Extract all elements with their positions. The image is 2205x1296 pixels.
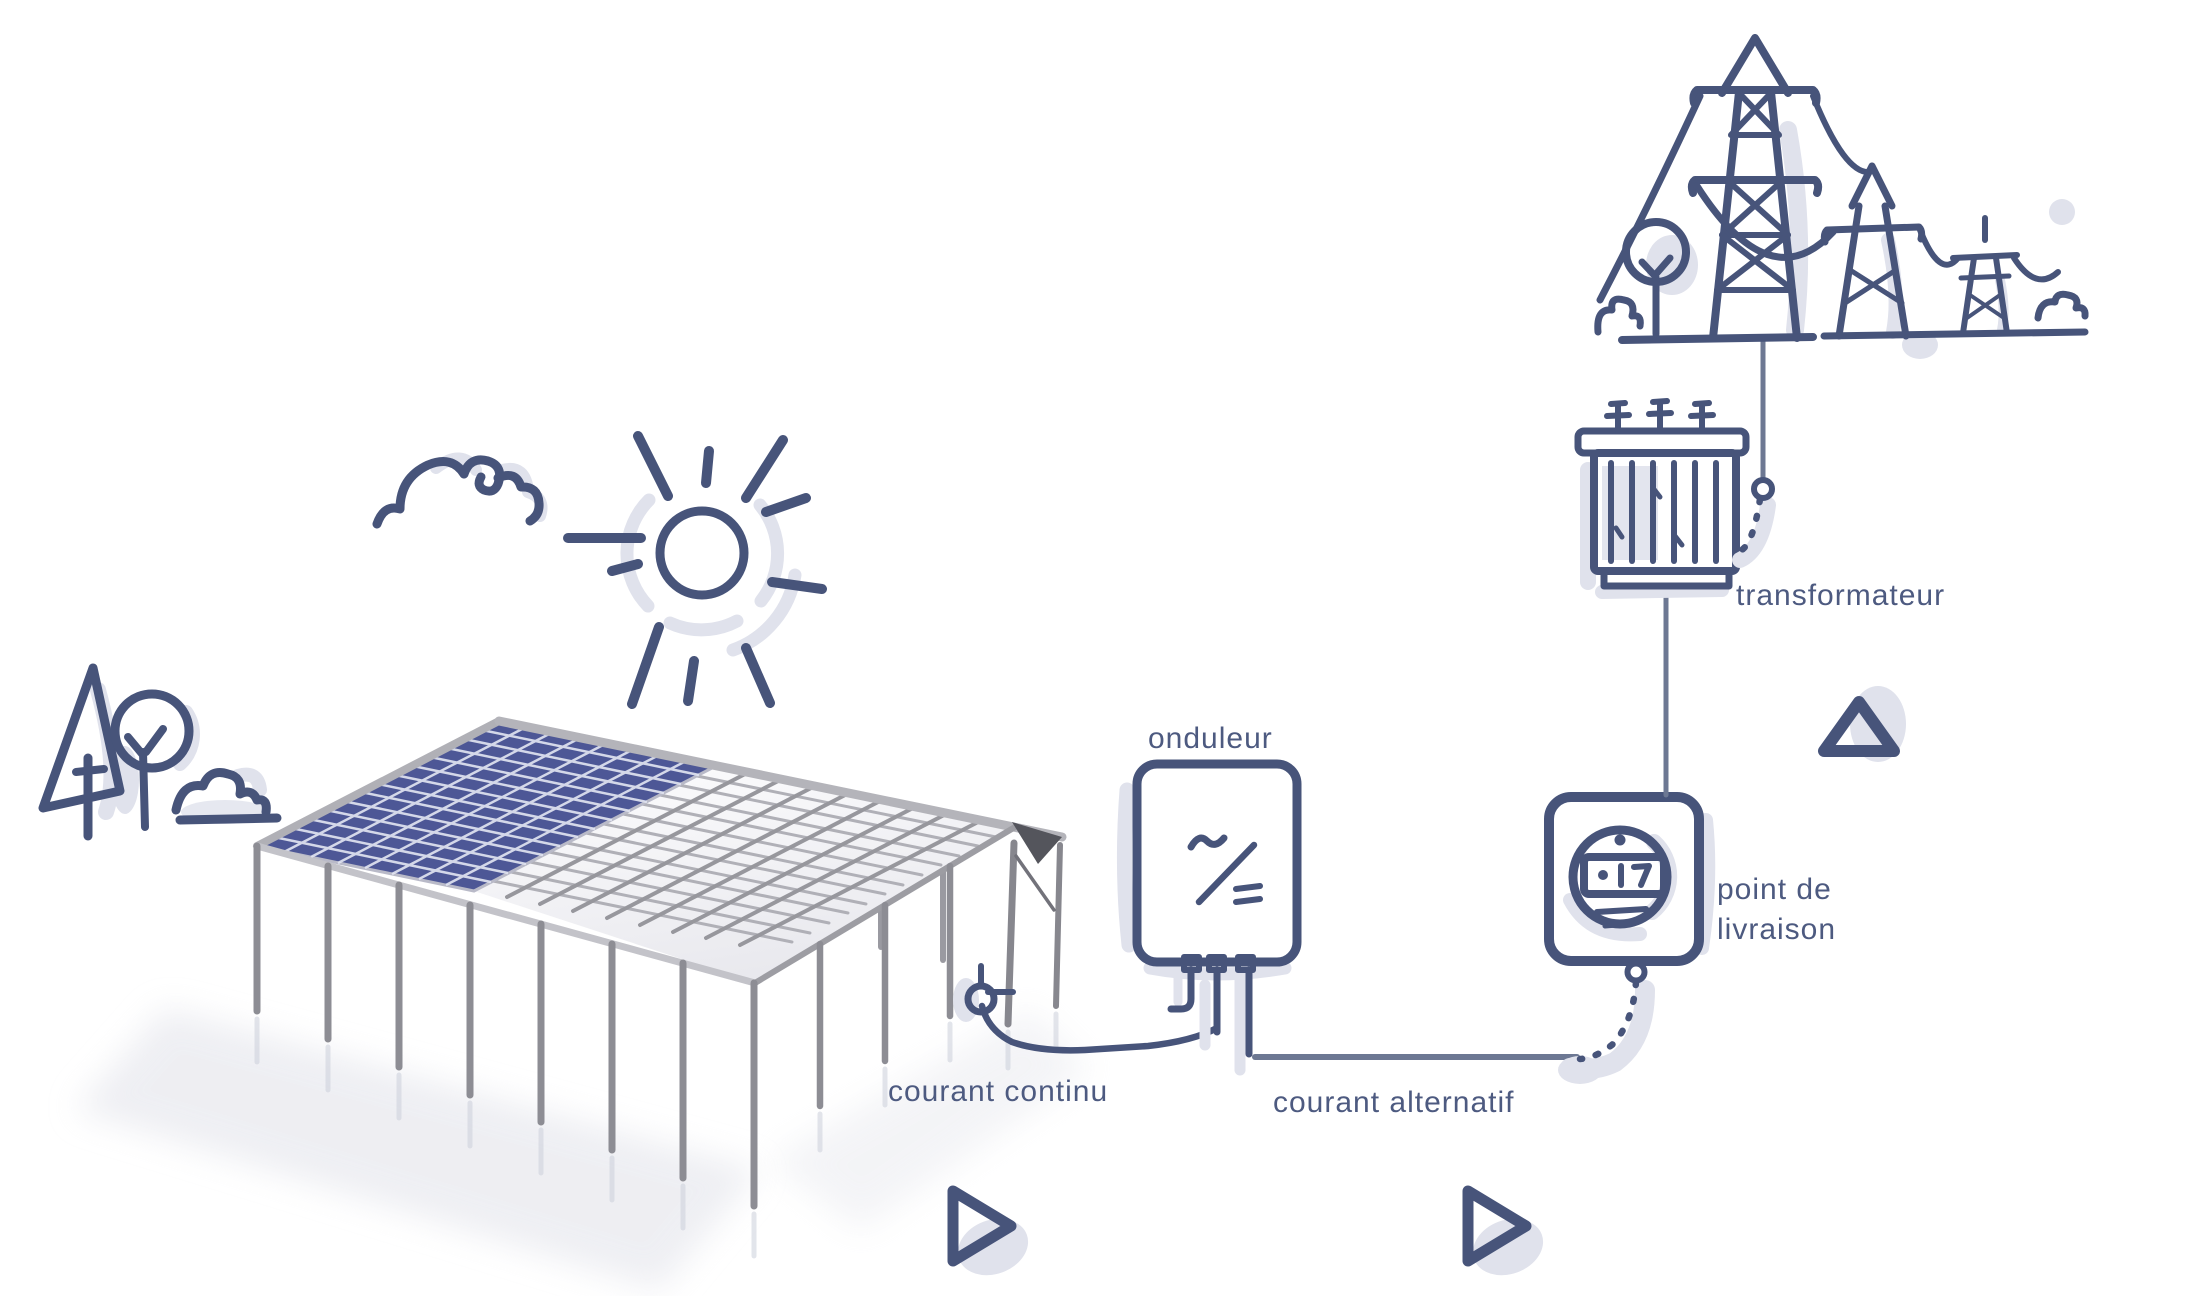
- inverter-icon: [1116, 759, 1302, 1076]
- transformer-fins: [1608, 460, 1719, 564]
- transformer-bushings: [1604, 398, 1716, 434]
- roof-deck: [474, 766, 1015, 983]
- play-icon[interactable]: [947, 1185, 1017, 1267]
- dc-plug-icon: [953, 963, 1016, 1022]
- pine-tree-icon: [38, 663, 139, 841]
- column-reflections: [254, 1011, 1059, 1259]
- pylon-large: [1687, 34, 1823, 342]
- transformer-label: transformateur: [1736, 579, 1945, 612]
- delivery-point-label-line1: point de: [1717, 873, 1832, 906]
- bush-icon: [171, 767, 282, 825]
- bush-left-icon: [1594, 295, 1644, 336]
- roof-rafters: [505, 770, 984, 947]
- power-pylons-icon: [1594, 34, 2089, 359]
- roof-purlins: [491, 774, 998, 944]
- meter-display: [1580, 853, 1668, 898]
- dot-decoration: [2049, 199, 2075, 225]
- dc-current-label: courant continu: [888, 1075, 1108, 1108]
- sun-icon: [563, 431, 827, 709]
- power-lines: [1596, 92, 2061, 304]
- dc-symbol: [1233, 883, 1263, 905]
- carport-columns: [253, 842, 954, 1210]
- round-tree-icon: [110, 689, 200, 831]
- delivery-point-label-line2: livraison: [1717, 913, 1836, 946]
- bush-right-icon: [2034, 290, 2089, 322]
- transformer-icon: [1574, 398, 1750, 599]
- play-icon[interactable]: [1462, 1185, 1532, 1267]
- ac-current-label: courant alternatif: [1273, 1086, 1514, 1119]
- ground-shadow: [75, 1008, 1090, 1290]
- roof-edge-beams: [253, 716, 1067, 987]
- play-button-ac[interactable]: [1462, 1185, 1551, 1285]
- delivery-meter-icon: [1544, 792, 1716, 1084]
- inverter-label: onduleur: [1148, 722, 1273, 755]
- ac-symbol: [1187, 834, 1228, 851]
- triangle-icon: [1818, 686, 1906, 762]
- cloud-icon: [372, 452, 548, 529]
- meter-dashed-wire: [1576, 978, 1640, 1063]
- grid-tree-icon: [1622, 218, 1698, 338]
- carport-gable: [1004, 822, 1063, 1028]
- pylon-medium: [1820, 162, 1926, 340]
- play-button-dc[interactable]: [947, 1185, 1036, 1285]
- solar-carport: [252, 716, 1067, 1259]
- grid-connection: [1732, 338, 1776, 568]
- dc-wire: [978, 1002, 1221, 1054]
- pylon-small: [1950, 215, 2020, 336]
